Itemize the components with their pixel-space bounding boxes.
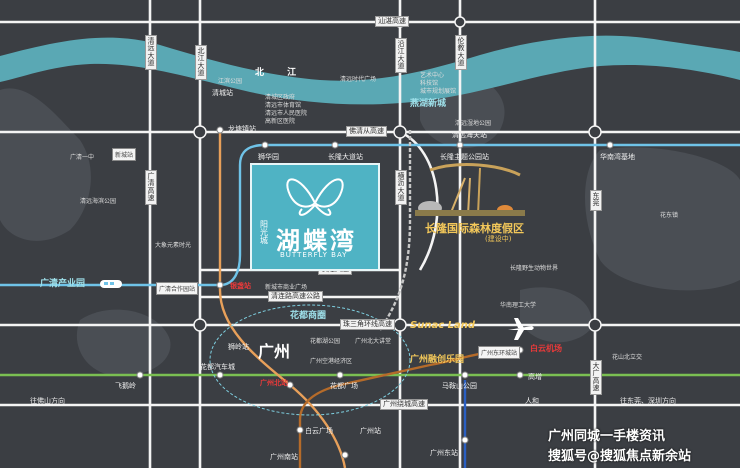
poi-guangzhou-hall: 广州北大讲堂 xyxy=(355,338,392,345)
road-label-yanjiang: 沿江大道 xyxy=(395,38,407,74)
poi-huadong: 花东镇 xyxy=(660,212,679,219)
area-baiyun-airport: 白云机场 xyxy=(530,344,562,353)
area-changlong-resort: 长隆国际森林度假区 xyxy=(425,222,524,235)
road-label-daguang: 大广高速 xyxy=(590,360,602,396)
poi-science: 科技馆 xyxy=(420,80,439,87)
mountain-area-east xyxy=(585,147,740,291)
area-sunac-name: 广州融创乐园 xyxy=(410,355,465,365)
direction-foshan: 往佛山方向 xyxy=(30,397,65,405)
project-developer-tag: 阳光城 xyxy=(260,220,268,245)
north-river xyxy=(0,35,740,105)
poi-daxiang: 大象元素时光 xyxy=(155,242,192,249)
station-longhu: 狮华园 xyxy=(258,153,279,161)
poi-huadu-lake: 花都湖公园 xyxy=(310,338,341,345)
watermark-line2: 搜狐号@搜狐焦点新余站 xyxy=(548,449,692,464)
project-english: BUTTERFLY BAY xyxy=(280,251,348,259)
poi-xiashan: 清城区政府 xyxy=(265,94,296,101)
station-renhe: 人和 xyxy=(525,397,539,405)
station-guangzhou-east: 广州东站 xyxy=(430,449,458,457)
poi-stadium: 清远市体育馆 xyxy=(265,102,302,109)
river-label: 北 江 xyxy=(255,68,307,78)
station-qingyuan-hub: 清远海关站 xyxy=(452,131,487,139)
poi-museum: 城市规划展馆 xyxy=(420,88,457,95)
area-changlong-sub: (建设中) xyxy=(485,235,512,243)
poi-railway: 高新区医院 xyxy=(265,118,296,125)
station-gaozeng: 高增 xyxy=(528,373,542,381)
road-label-beijiang: 北江大道 xyxy=(195,45,207,81)
road-label-qingyuan: 清远大道 xyxy=(145,35,157,71)
station-yinzhan: 银盏站 xyxy=(230,282,251,290)
station-guangzhou-south: 广州南站 xyxy=(270,453,298,461)
station-guangqing-park: 广清合作园站 xyxy=(156,282,199,295)
station-huayang: 华南湾基地 xyxy=(600,153,635,161)
poi-art-center: 艺术中心 xyxy=(420,72,445,79)
area-guangzhou: 广州 xyxy=(258,342,291,361)
poi-yinqiao: 新城市商业广场 xyxy=(265,284,308,291)
road-label-dongyin: 东莞 xyxy=(590,190,602,211)
station-xinzhen: 新城站 xyxy=(112,148,137,161)
station-huadu-square: 花都广场 xyxy=(330,382,358,390)
mountain-area-west xyxy=(0,88,91,241)
station-guangzhou: 广州站 xyxy=(360,427,381,435)
poi-hongfeng: 华南理工大学 xyxy=(500,302,537,309)
poi-hospital: 清远市人民医院 xyxy=(265,110,308,117)
road-label-hengzhi: 横沥大道 xyxy=(395,170,407,206)
project-name: 湖蝶湾 xyxy=(276,227,357,255)
station-baiyun-square: 白云广场 xyxy=(305,427,333,435)
area-sunac-brand: Sunac Land xyxy=(410,320,475,331)
project-highlight: 阳光城 湖蝶湾 BUTTERFLY BAY xyxy=(250,163,380,271)
road-label-shantan: 汕湛高速 xyxy=(375,16,409,27)
road-label-guangzhou-ring: 广州绕城高速 xyxy=(380,399,428,410)
poi-yuhu: 长隆野生动物世界 xyxy=(510,265,559,272)
poi-airport-area: 广州空港经济区 xyxy=(310,358,353,365)
station-changlong-park: 长隆主题公园站 xyxy=(440,153,489,161)
area-qingyuan-newcity: 燕湖新城 xyxy=(410,99,447,109)
station-longtang: 龙塘镇站 xyxy=(228,125,256,133)
road-label-qinglian: 清连路高速公路 xyxy=(268,291,323,302)
poi-shopping: 清远时代广场 xyxy=(340,76,377,83)
metro-line-blue xyxy=(0,143,740,287)
watermark-line1: 广州同城一手楼资讯 xyxy=(548,429,666,444)
station-shijiao: 狮岭站 xyxy=(228,343,249,351)
road-label-zhusanjiao: 珠三角环线高速 xyxy=(340,319,395,330)
huadu-business-ring xyxy=(209,304,411,416)
airplane-icon xyxy=(508,318,534,340)
station-huadu-bus: 花都汽车城 xyxy=(200,363,235,371)
station-mayong: 马鞍山公园 xyxy=(442,382,477,390)
station-qingcheng: 清城站 xyxy=(212,89,233,97)
poi-hengzhi-park: 清远湿地公园 xyxy=(455,120,492,127)
area-huadu-business: 花都商圈 xyxy=(290,311,327,321)
poi-binhu: 清远海滨公园 xyxy=(80,198,117,205)
road-label-lunjiao: 伦教大道 xyxy=(455,35,467,71)
road-label-guangqing: 广清高速 xyxy=(145,170,157,206)
animal-icon xyxy=(415,163,525,216)
poi-jiangbin: 江滨公园 xyxy=(218,78,243,85)
road-label-foqing: 佛清从高速 xyxy=(346,126,387,137)
mountain-area-mid xyxy=(520,287,592,343)
station-feieling: 飞鹅岭 xyxy=(115,382,136,390)
station-guangzhou-north: 广州北站 xyxy=(260,379,288,387)
direction-dongguan: 往东莞、深圳方向 xyxy=(620,397,676,405)
station-changlong-ave: 长隆大道站 xyxy=(328,153,363,161)
poi-airport-ring: 广州东环城站 xyxy=(478,346,521,359)
butterfly-icon xyxy=(286,178,344,216)
area-guangqing-industry: 广清产业园 xyxy=(40,279,86,289)
train-icon xyxy=(100,280,122,288)
poi-hemei: 花山北立交 xyxy=(612,354,643,361)
poi-guangqing-first: 广清一中 xyxy=(70,154,95,161)
